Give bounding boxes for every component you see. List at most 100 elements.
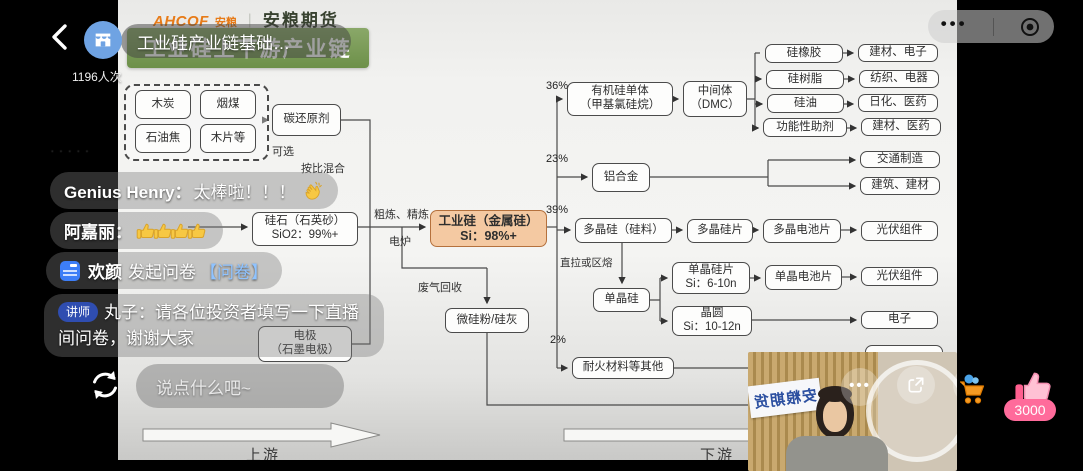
- chat-message-3: 欢颜 发起问卷 【问卷】: [46, 252, 282, 289]
- node-poly-wafer: 多晶硅片: [687, 219, 753, 243]
- node-wafer-line2: Si：10-12n: [683, 321, 741, 333]
- presenter-video[interactable]: 安粮期货 •••: [748, 352, 957, 471]
- node-poly-cell: 多晶电池片: [763, 219, 841, 243]
- streamer-avatar[interactable]: [84, 21, 122, 59]
- node-intermediate-dmc: 中间体 （DMC）: [683, 81, 747, 117]
- like-count-badge: 3000: [1004, 399, 1056, 421]
- node-electrode-line1: 电极: [293, 330, 317, 343]
- node-wafer: 晶圆 Si：10-12n: [672, 306, 752, 336]
- node-electrode-line2: （石墨电极）: [270, 344, 340, 356]
- node-wood-chips: 木片等: [200, 124, 256, 153]
- chat-input[interactable]: 说点什么吧~: [136, 364, 344, 408]
- node-refractory: 耐火材料等其他: [572, 357, 674, 379]
- label-mix-ratio: 按比混合: [301, 163, 345, 175]
- node-bituminous-coal: 烟煤: [200, 90, 256, 119]
- node-industrial-silicon-line1: 工业硅（金属硅）: [438, 213, 539, 228]
- node-use-construction: 建筑、建材: [860, 177, 940, 195]
- upstream-arrow: [142, 422, 381, 448]
- node-pv-module-2: 光伏组件: [861, 267, 938, 286]
- node-organosilicon-line1: 有机硅单体: [591, 85, 649, 98]
- label-36pct: 36%: [546, 80, 569, 92]
- video-share-button[interactable]: [897, 366, 935, 404]
- node-organosilicon-line2: （甲基氯硅烷）: [579, 99, 661, 111]
- video-more-button[interactable]: •••: [841, 368, 879, 406]
- node-silica: 硅石（石英砂） SiO2：99%+: [252, 212, 358, 246]
- chat-3-username: 欢颜: [88, 263, 122, 282]
- node-industrial-silicon-line2: Si：98%+: [460, 228, 517, 243]
- node-silicone-oil: 硅油: [767, 94, 844, 113]
- label-39pct: 39%: [546, 204, 569, 216]
- label-waste-gas: 废气回收: [418, 282, 462, 294]
- chat-message-1: Genius Henry： 太棒啦！！！: [50, 172, 338, 209]
- node-mono-cell: 单晶电池片: [765, 265, 842, 290]
- questionnaire-link[interactable]: 【问卷】: [200, 263, 268, 282]
- node-functional-additive: 功能性助剂: [763, 118, 847, 137]
- more-options-button[interactable]: •••: [940, 14, 968, 33]
- node-carbon-reducer: 碳还原剂: [272, 104, 341, 136]
- thumbs-up-emoji: [185, 219, 209, 243]
- chat-message-4: 讲师丸子：请各位投资者填写一下直播间问卷，谢谢大家: [44, 294, 384, 357]
- label-23pct: 23%: [546, 153, 569, 165]
- node-aluminium-alloy: 铝合金: [592, 163, 650, 192]
- label-2pct: 2%: [550, 334, 566, 346]
- chat-4-text: 丸子：请各位投资者填写一下直播间问卷，谢谢大家: [58, 303, 360, 348]
- questionnaire-icon: [60, 260, 80, 281]
- chat-3-action: 发起问卷: [128, 263, 196, 282]
- presenter-face: [823, 400, 847, 432]
- node-silica-line1: 硅石（石英砂）: [264, 215, 346, 228]
- diagram-connectors: [142, 49, 860, 448]
- node-use-building-pharma: 建材、医药: [861, 118, 941, 136]
- node-use-electronics: 电子: [861, 311, 938, 329]
- chat-message-2: 阿嘉丽：: [50, 212, 223, 249]
- node-pv-module-1: 光伏组件: [861, 221, 938, 241]
- refresh-button[interactable]: [86, 366, 124, 404]
- node-polysilicon: 多晶硅（硅料）: [575, 218, 672, 243]
- downstream-arrow: [563, 428, 751, 442]
- node-organosilicon-monomer: 有机硅单体 （甲基氯硅烷）: [567, 82, 673, 116]
- clap-emoji: [302, 180, 324, 202]
- video-extra-button[interactable]: [953, 366, 957, 404]
- node-silica-fume: 微硅粉/硅灰: [445, 308, 529, 333]
- label-refining: 粗炼、精炼: [374, 209, 429, 221]
- node-petroleum-coke: 石油焦: [135, 124, 191, 153]
- label-upstream: 上游: [246, 447, 281, 460]
- label-optional: 可选: [272, 146, 294, 158]
- node-use-building-electronics: 建材、电子: [858, 44, 938, 62]
- node-silicone-rubber: 硅橡胶: [765, 44, 843, 63]
- node-use-daily-pharma: 日化、医药: [858, 94, 938, 112]
- node-intermediate-line2: （DMC）: [690, 99, 740, 111]
- chat-1-text: 太棒啦！！！: [193, 183, 296, 202]
- chat-1-username: Genius Henry：: [64, 183, 192, 202]
- node-electrode: 电极 （石墨电极）: [258, 326, 352, 362]
- node-mono-wafer: 单晶硅片 Si：6-10n: [672, 262, 750, 294]
- node-mono-wafer-line2: Si：6-10n: [685, 278, 737, 290]
- label-czochralski: 直拉或区熔: [560, 257, 613, 269]
- share-icon: [908, 377, 924, 393]
- node-silicone-resin: 硅树脂: [766, 70, 844, 89]
- back-button[interactable]: [48, 22, 72, 52]
- node-use-textile-appliance: 纺织、电器: [859, 70, 939, 88]
- label-furnace: 电炉: [389, 236, 411, 248]
- node-mono-silicon: 单晶硅: [593, 288, 650, 312]
- stream-title: 工业硅产业链基础…: [121, 24, 351, 58]
- presenter-fringe: [818, 386, 852, 402]
- presentation-slide: AHCOF 安粮 ｜ 安粮期货 工业硅上下游产业链: [118, 0, 957, 460]
- node-silica-line2: SiO2：99%+: [271, 229, 339, 241]
- lecturer-badge: 讲师: [58, 302, 99, 322]
- capsule-divider: [992, 17, 994, 36]
- mirrored-sign-text: 安粮期货: [752, 386, 818, 412]
- node-mono-wafer-line1: 单晶硅片: [688, 264, 734, 277]
- record-button[interactable]: [1019, 16, 1041, 38]
- node-wafer-line1: 晶圆: [700, 307, 724, 320]
- presenter-shoulders: [786, 436, 888, 471]
- viewer-count: 1196人次: [72, 70, 122, 84]
- system-capsule: •••: [928, 10, 1054, 43]
- label-downstream: 下游: [700, 447, 735, 460]
- node-charcoal: 木炭: [135, 90, 191, 119]
- faded-chat-message: ·····: [50, 142, 94, 158]
- shop-cart-button[interactable]: [952, 372, 990, 410]
- chat-2-username: 阿嘉丽：: [64, 223, 132, 242]
- node-industrial-silicon: 工业硅（金属硅） Si：98%+: [430, 210, 547, 247]
- storefront-icon: [95, 33, 111, 47]
- node-intermediate-line1: 中间体: [697, 85, 733, 98]
